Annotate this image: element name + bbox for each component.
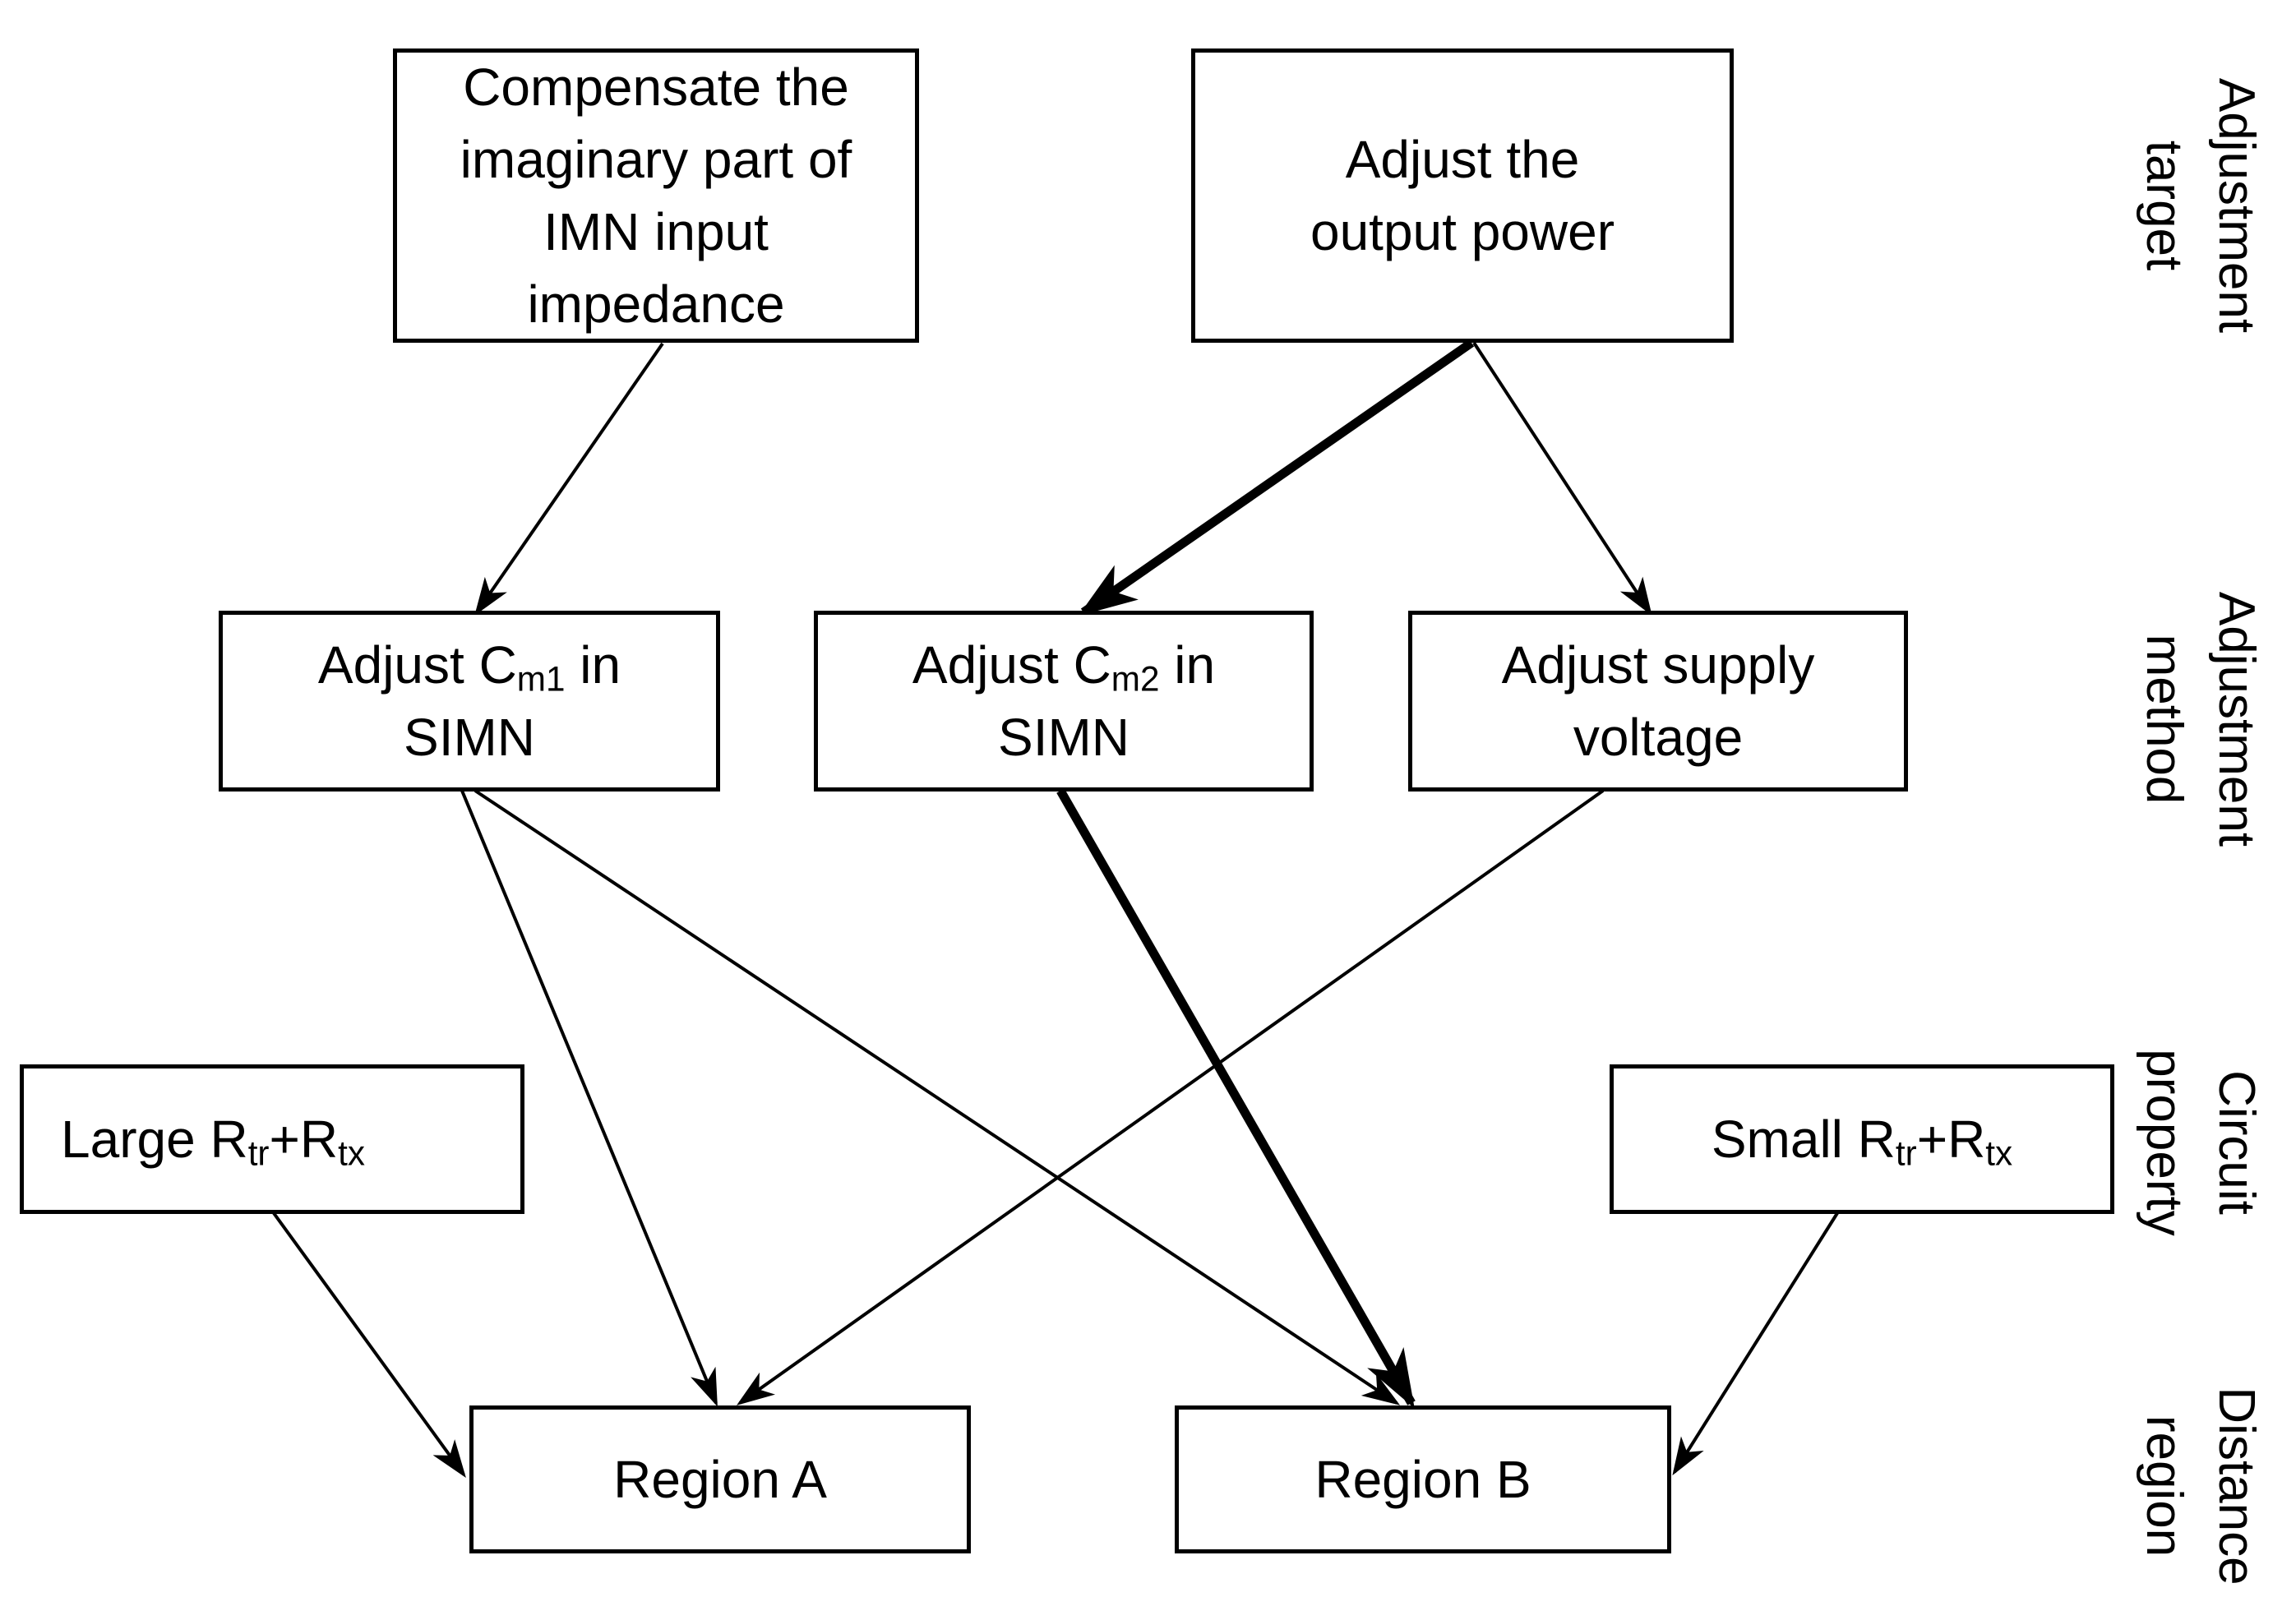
subscript: tr: [1895, 1133, 1917, 1173]
subscript: tx: [1985, 1133, 2013, 1173]
side-label-line: target: [2136, 140, 2192, 271]
side-label-line: region: [2136, 1415, 2192, 1558]
node-label-line: Adjust the: [1345, 130, 1580, 189]
node-label-line: voltage: [1573, 708, 1744, 767]
edge-compensate-cm1: [474, 342, 664, 616]
side-label-line: method: [2136, 634, 2192, 805]
node-region-a: Region A: [469, 1405, 971, 1553]
edge-small_r-region_b: [1672, 1212, 1839, 1476]
node-label-line: SIMN: [404, 708, 535, 767]
node-compensate-imn-impedance: Compensate the imaginary part of IMN inp…: [393, 48, 919, 343]
node-region-b: Region B: [1175, 1405, 1671, 1553]
node-label-line: Adjust Cm1 in: [317, 635, 621, 699]
subscript: tr: [247, 1133, 270, 1173]
node-label-line: Adjust Cm2 in: [912, 635, 1216, 699]
node-adjust-supply-voltage: Adjust supply voltage: [1408, 611, 1908, 792]
node-small-rtr-rtx: Small Rtr+Rtx: [1610, 1064, 2114, 1214]
subscript: m2: [1111, 659, 1160, 699]
node-label-line: imaginary part of: [460, 130, 852, 189]
edge-output_power-cm2: [1078, 339, 1475, 616]
edge-output_power-supply: [1472, 341, 1652, 616]
node-adjust-cm2: Adjust Cm2 in SIMN: [814, 611, 1314, 792]
node-adjust-output-power: Adjust the output power: [1191, 48, 1734, 343]
edge-supply-region_a: [736, 789, 1605, 1405]
side-label-adjustment-method: Adjustment method: [2127, 473, 2272, 966]
node-label-line: Compensate the: [463, 58, 849, 117]
side-label-distance-region: Distance region: [2127, 1239, 2272, 1620]
node-adjust-cm1: Adjust Cm1 in SIMN: [219, 611, 720, 792]
node-label-line: Region B: [1314, 1450, 1531, 1509]
subscript: tx: [338, 1133, 365, 1173]
node-label-line: Region A: [613, 1450, 827, 1509]
node-label-line: IMN input: [543, 202, 769, 261]
edge-cm2-region_b: [1056, 788, 1416, 1409]
subscript: m1: [516, 659, 566, 699]
side-label-line: Distance: [2208, 1387, 2265, 1585]
edge-large_r-region_a: [272, 1212, 466, 1478]
node-label-line: output power: [1310, 202, 1615, 261]
side-label-line: Adjustment: [2208, 591, 2265, 847]
node-label-line: impedance: [527, 275, 785, 334]
node-label-line: Large Rtr+Rtx: [61, 1110, 365, 1173]
edge-cm1-region_b: [474, 789, 1401, 1405]
node-label-line: Adjust supply: [1501, 635, 1815, 695]
node-label-line: Small Rtr+Rtx: [1711, 1110, 2013, 1173]
node-label-line: SIMN: [998, 708, 1130, 767]
side-label-line: Adjustment: [2208, 77, 2265, 334]
node-large-rtr-rtx: Large Rtr+Rtx: [20, 1064, 524, 1214]
side-label-adjustment-target: Adjustment target: [2127, 0, 2272, 452]
